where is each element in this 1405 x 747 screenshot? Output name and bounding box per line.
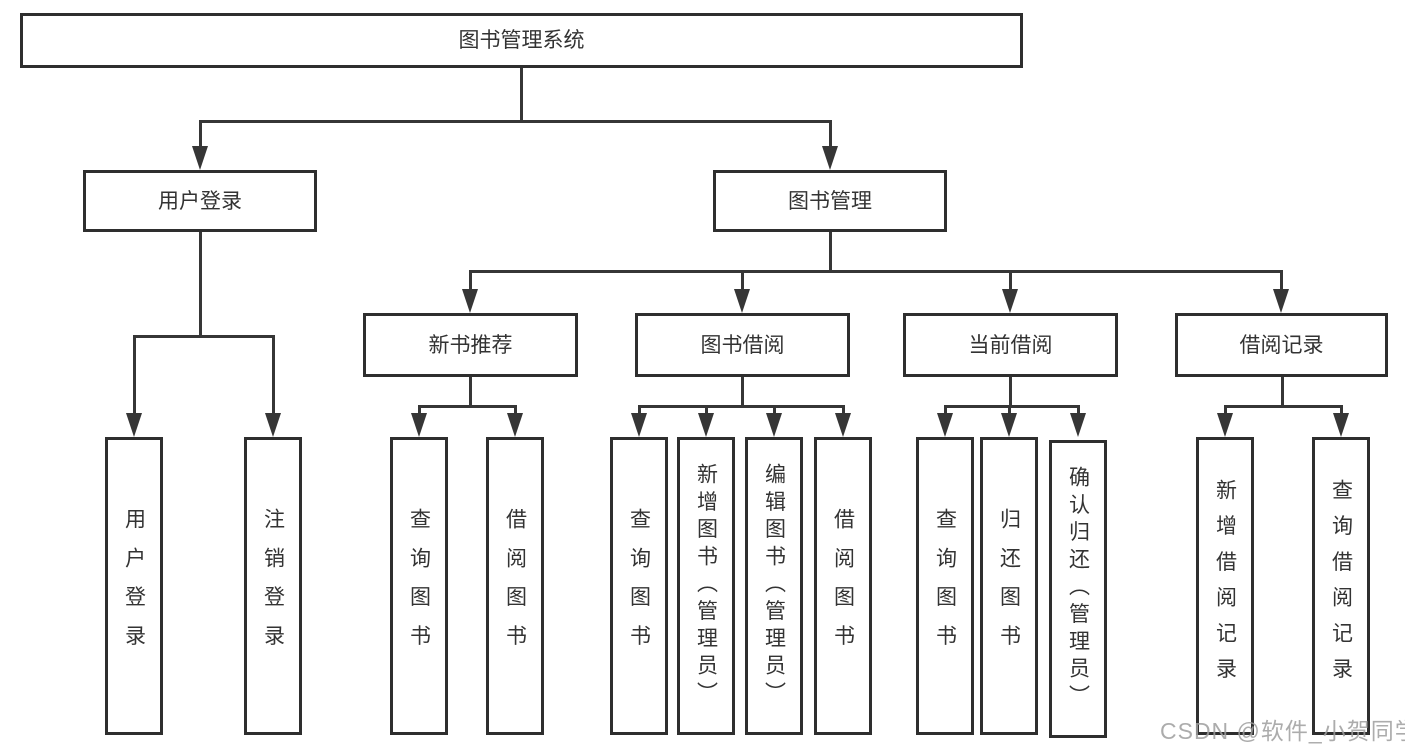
leaf-user-login: 用户登录 [105, 437, 163, 735]
arrow-down-icon [462, 289, 478, 313]
node-current-borrowing: 当前借阅 [903, 313, 1118, 377]
leaf-bb-edit-books-admin-label: 编辑图书（管理员） [762, 463, 786, 709]
leaf-bb-add-books-admin-label: 新增图书（管理员） [694, 463, 718, 709]
arrow-down-icon [1333, 413, 1349, 437]
leaf-br-query-record-label: 查询借阅记录 [1329, 478, 1353, 694]
leaf-cb-return-books-label: 归还图书 [997, 508, 1021, 664]
leaf-cb-confirm-return-admin-label: 确认归还（管理员） [1066, 466, 1090, 712]
connector-drop [638, 405, 641, 415]
connector-drop-current-borrowing [1009, 270, 1012, 292]
connector-drop-leaf-logout [272, 335, 275, 415]
arrow-down-icon [1273, 289, 1289, 313]
connector-drop-book-borrowing [741, 270, 744, 292]
connector-root-rail [199, 120, 832, 123]
leaf-br-add-record-label: 新增借阅记录 [1213, 478, 1237, 694]
node-current-borrowing-label: 当前借阅 [968, 333, 1053, 357]
connector-drop [1077, 405, 1080, 415]
arrow-down-icon [1001, 413, 1017, 437]
connector-drop [1224, 405, 1227, 415]
arrow-down-icon [126, 413, 142, 437]
leaf-nbr-query-books: 查询图书 [390, 437, 448, 735]
connector-bb-rail [638, 405, 844, 408]
arrow-down-icon [1002, 289, 1018, 313]
node-book-management-label: 图书管理 [788, 189, 872, 213]
leaf-nbr-query-books-label: 查询图书 [407, 508, 431, 664]
arrow-down-icon [411, 413, 427, 437]
node-user-login-label: 用户登录 [158, 189, 242, 213]
connector-drop [514, 405, 517, 415]
connector-drop [1340, 405, 1343, 415]
arrow-down-icon [507, 413, 523, 437]
leaf-cb-confirm-return-admin: 确认归还（管理员） [1049, 440, 1107, 738]
node-book-borrowing: 图书借阅 [635, 313, 850, 377]
arrow-down-icon [265, 413, 281, 437]
leaf-cb-return-books: 归还图书 [980, 437, 1038, 735]
connector-drop [944, 405, 947, 415]
connector-drop-borrowing-records [1280, 270, 1283, 292]
arrow-down-icon [937, 413, 953, 437]
arrow-down-icon [1217, 413, 1233, 437]
connector-user-login-stem [199, 232, 202, 335]
connector-br-rail [1224, 405, 1342, 408]
node-book-management: 图书管理 [713, 170, 947, 232]
node-system-root-label: 图书管理系统 [458, 29, 585, 52]
connector-drop [842, 405, 845, 415]
leaf-nbr-borrow-books: 借阅图书 [486, 437, 544, 735]
connector-drop-new-book-recommend [469, 270, 472, 292]
leaf-bb-borrow-books: 借阅图书 [814, 437, 872, 735]
node-borrowing-records: 借阅记录 [1175, 313, 1388, 377]
leaf-logout-label: 注销登录 [261, 508, 285, 664]
watermark: CSDN @软件_小贺同学 [1160, 718, 1405, 744]
arrow-down-icon [698, 413, 714, 437]
node-user-login: 用户登录 [83, 170, 317, 232]
arrow-down-icon [631, 413, 647, 437]
connector-book-management-stem [829, 232, 832, 270]
connector-nbr-stem [469, 377, 472, 405]
leaf-br-query-record: 查询借阅记录 [1312, 437, 1370, 735]
connector-user-login-rail [133, 335, 274, 338]
arrow-down-icon [734, 289, 750, 313]
leaf-logout: 注销登录 [244, 437, 302, 735]
connector-br-stem [1281, 377, 1284, 405]
node-book-borrowing-label: 图书借阅 [700, 333, 785, 357]
connector-drop [773, 405, 776, 415]
arrow-down-icon [835, 413, 851, 437]
node-borrowing-records-label: 借阅记录 [1239, 333, 1324, 357]
node-system-root: 图书管理系统 [20, 13, 1023, 68]
leaf-bb-edit-books-admin: 编辑图书（管理员） [745, 437, 803, 735]
leaf-bb-query-books: 查询图书 [610, 437, 668, 735]
connector-drop-leaf-user-login [133, 335, 136, 415]
connector-nbr-rail [418, 405, 517, 408]
connector-drop-user-login [199, 120, 202, 148]
connector-bb-stem [741, 377, 744, 405]
connector-book-management-rail [469, 270, 1283, 273]
leaf-br-add-record: 新增借阅记录 [1196, 437, 1254, 735]
node-new-book-recommend-label: 新书推荐 [428, 333, 513, 357]
leaf-nbr-borrow-books-label: 借阅图书 [503, 508, 527, 664]
leaf-cb-query-books: 查询图书 [916, 437, 974, 735]
connector-cb-stem [1009, 377, 1012, 405]
arrow-down-icon [192, 146, 208, 170]
connector-drop [705, 405, 708, 415]
leaf-bb-borrow-books-label: 借阅图书 [831, 508, 855, 664]
leaf-user-login-label: 用户登录 [122, 508, 146, 664]
leaf-bb-query-books-label: 查询图书 [627, 508, 651, 664]
leaf-cb-query-books-label: 查询图书 [933, 508, 957, 664]
arrow-down-icon [1070, 413, 1086, 437]
node-new-book-recommend: 新书推荐 [363, 313, 578, 377]
connector-root-stem [520, 68, 523, 120]
arrow-down-icon [822, 146, 838, 170]
connector-cb-rail [944, 405, 1079, 408]
connector-drop-book-management [829, 120, 832, 148]
connector-drop [1008, 405, 1011, 415]
connector-drop [418, 405, 421, 415]
leaf-bb-add-books-admin: 新增图书（管理员） [677, 437, 735, 735]
arrow-down-icon [766, 413, 782, 437]
